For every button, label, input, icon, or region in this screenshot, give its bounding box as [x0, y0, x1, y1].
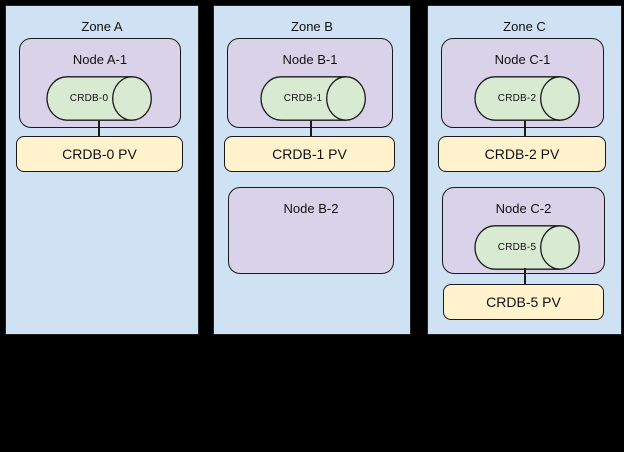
pv-label: CRDB-5 PV	[486, 294, 561, 310]
connector-line	[524, 268, 526, 285]
node-c2-title: Node C-2	[495, 201, 552, 216]
pv-box-crdb-5: CRDB-5 PV	[443, 284, 604, 320]
zone-b-title: Zone B	[291, 19, 333, 34]
database-label: CRDB-2	[497, 93, 537, 104]
zone-a-title: Zone A	[81, 19, 123, 34]
zone-c-title: Zone C	[503, 19, 546, 34]
zone-a: Zone A Node A-1 CRDB-0 CRDB-0 PV	[5, 5, 199, 335]
pv-box-crdb-2: CRDB-2 PV	[438, 136, 606, 172]
cylinder-shape-icon	[474, 76, 580, 121]
pv-label: CRDB-0 PV	[62, 146, 137, 162]
node-c1-title: Node C-1	[494, 52, 551, 67]
database-label: CRDB-1	[283, 93, 323, 104]
cylinder-shape-icon	[260, 76, 366, 121]
node-b2: Node B-2	[228, 187, 394, 274]
database-cylinder-crdb-5: CRDB-5	[474, 225, 580, 270]
node-b1-title: Node B-1	[282, 52, 338, 67]
node-b2-title: Node B-2	[283, 201, 339, 216]
zone-b: Zone B Node B-1 CRDB-1 CRDB-1 PV Node B-…	[213, 5, 411, 335]
node-a1-title: Node A-1	[72, 52, 128, 67]
pv-box-crdb-0: CRDB-0 PV	[16, 136, 183, 172]
connector-line	[98, 121, 100, 137]
connector-line	[524, 121, 526, 137]
connector-line	[310, 121, 312, 137]
pv-box-crdb-1: CRDB-1 PV	[224, 136, 395, 172]
database-label: CRDB-0	[69, 93, 109, 104]
pv-label: CRDB-1 PV	[272, 146, 347, 162]
database-cylinder-crdb-0: CRDB-0	[46, 76, 152, 121]
database-cylinder-crdb-1: CRDB-1	[260, 76, 366, 121]
cylinder-shape-icon	[46, 76, 152, 121]
cylinder-shape-icon	[474, 225, 580, 270]
database-cylinder-crdb-2: CRDB-2	[474, 76, 580, 121]
zone-c: Zone C Node C-1 CRDB-2 CRDB-2 PV Node C-…	[427, 5, 622, 335]
database-label: CRDB-5	[497, 242, 537, 253]
pv-label: CRDB-2 PV	[484, 146, 560, 162]
